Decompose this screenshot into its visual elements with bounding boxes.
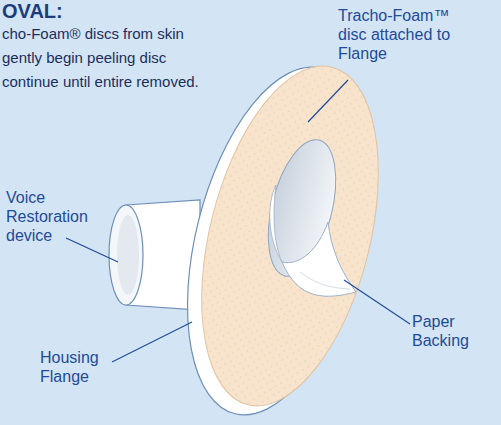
- part-label: Housing Flange: [40, 348, 115, 386]
- leader-line: [308, 80, 348, 122]
- instruction-text: cho-Foam® discs from skin gently begin p…: [2, 22, 212, 94]
- paper-backing: [270, 185, 356, 296]
- leader-line: [344, 280, 410, 324]
- voice-restoration-device: [109, 200, 200, 310]
- leader-line: [66, 238, 118, 262]
- part-label: Paper Backing: [412, 312, 487, 350]
- leader-line: [112, 322, 192, 362]
- part-label: Tracho-Foam™ disc attached to Flange: [338, 6, 463, 63]
- part-label: Voice Restoration device: [6, 188, 101, 245]
- section-heading: OVAL:: [2, 0, 63, 23]
- foam-disc: [170, 48, 409, 424]
